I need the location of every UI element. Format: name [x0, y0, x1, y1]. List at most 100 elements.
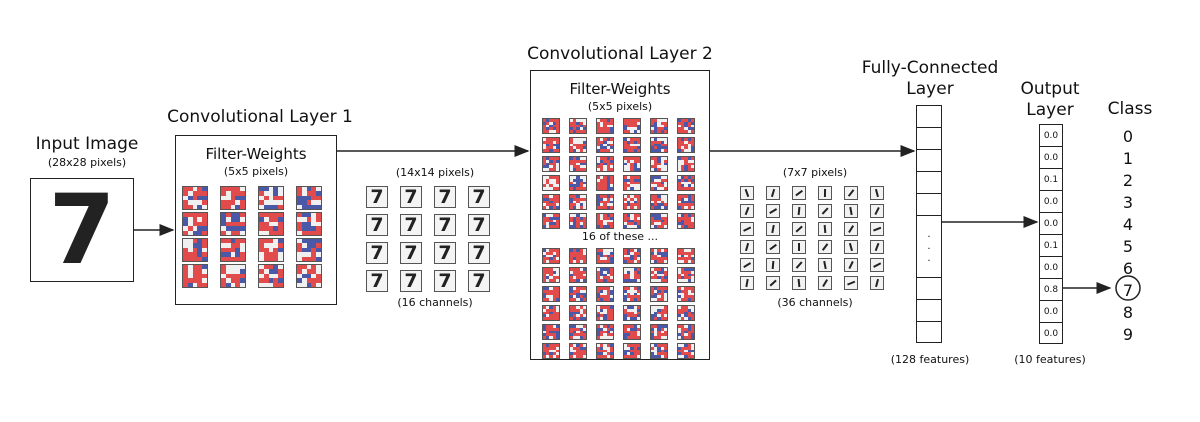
conv2-out-size: (7x7 pixels) [782, 166, 848, 179]
filter-weight-tile [542, 213, 560, 229]
filter-weight-tile [623, 213, 641, 229]
filter-weight-tile [623, 305, 641, 321]
filter-weight-tile [596, 286, 614, 302]
class-label: 2 [1122, 171, 1134, 190]
conv1-channels: (16 channels) [397, 296, 473, 309]
filter-weight-tile [182, 264, 208, 288]
filter-weight-tile [596, 267, 614, 283]
feature-map-tile [740, 276, 754, 290]
filter-weight-tile [542, 343, 560, 359]
filter-weight-tile [623, 175, 641, 191]
feature-map-tile [818, 204, 832, 218]
filter-weight-tile [677, 118, 695, 134]
fc-features: (128 features) [890, 353, 970, 366]
filter-weight-tile [623, 156, 641, 172]
class-label: 6 [1122, 259, 1134, 278]
filter-weight-tile [569, 194, 587, 210]
feature-map-tile [818, 258, 832, 272]
filter-weight-tile [650, 194, 668, 210]
filter-weight-tile [677, 156, 695, 172]
conv2-weight-grid-bottom [542, 248, 695, 359]
feature-map-tile [844, 258, 858, 272]
filter-weight-tile [677, 267, 695, 283]
conv2-weight-grid-top [542, 118, 695, 229]
feature-map-tile [844, 276, 858, 290]
feature-map-tile: 7 [366, 186, 388, 208]
feature-map-tile [766, 204, 780, 218]
conv1-title: Convolutional Layer 1 [167, 107, 353, 127]
filter-weight-tile [623, 324, 641, 340]
fc-dot: . [927, 240, 931, 252]
filter-weight-tile [220, 264, 246, 288]
feature-map-tile [740, 222, 754, 236]
filter-weight-tile [569, 156, 587, 172]
class-label: 1 [1122, 149, 1134, 168]
filter-weight-tile [677, 213, 695, 229]
conv2-channels: (36 channels) [777, 296, 853, 309]
selected-class-circle [1115, 275, 1141, 301]
filter-weight-tile [296, 264, 322, 288]
feature-map-tile [792, 240, 806, 254]
fc-title-line2: Layer [906, 79, 954, 99]
filter-weight-tile [258, 238, 284, 262]
output-value: 0.1 [1040, 235, 1062, 257]
filter-weight-tile [596, 343, 614, 359]
filter-weight-tile [596, 175, 614, 191]
filter-weight-tile [677, 324, 695, 340]
output-value: 0.0 [1040, 213, 1062, 235]
feature-map-tile [792, 276, 806, 290]
feature-map-tile [844, 240, 858, 254]
filter-weight-tile [258, 186, 284, 210]
filter-weight-tile [182, 186, 208, 210]
input-title: Input Image [35, 134, 139, 154]
feature-map-tile: 7 [434, 186, 456, 208]
filter-weight-tile [569, 343, 587, 359]
feature-map-tile [844, 204, 858, 218]
input-image: 7 [30, 178, 134, 282]
feature-map-tile: 7 [366, 214, 388, 236]
filter-weight-tile [258, 212, 284, 236]
class-label: 4 [1122, 215, 1134, 234]
filter-weight-tile [542, 175, 560, 191]
filter-weight-tile [296, 186, 322, 210]
feature-map-tile [792, 258, 806, 272]
feature-map-tile: 7 [468, 186, 490, 208]
feature-map-tile: 7 [400, 214, 422, 236]
output-value: 0.0 [1040, 147, 1062, 169]
filter-weight-tile [542, 286, 560, 302]
filter-weight-tile [623, 343, 641, 359]
class-title: Class [1107, 99, 1153, 119]
feature-map-tile: 7 [468, 214, 490, 236]
filter-weight-tile [596, 213, 614, 229]
filter-weight-tile [650, 213, 668, 229]
feature-map-tile [740, 240, 754, 254]
filter-weight-tile [569, 137, 587, 153]
class-label: 9 [1122, 325, 1134, 344]
fc-dot: . [927, 252, 931, 264]
feature-map-tile [766, 240, 780, 254]
input-digit: 7 [48, 174, 116, 286]
filter-weight-tile [623, 267, 641, 283]
conv1-filter-size: (5x5 pixels) [223, 165, 289, 178]
conv1-out-size: (14x14 pixels) [395, 166, 475, 179]
feature-map-tile: 7 [400, 270, 422, 292]
filter-weight-tile [650, 267, 668, 283]
filter-weight-tile [542, 267, 560, 283]
feature-map-tile [870, 222, 884, 236]
feature-map-tile [792, 204, 806, 218]
filter-weight-tile [542, 305, 560, 321]
output-value: 0.0 [1040, 191, 1062, 213]
output-title-line2: Layer [1026, 100, 1074, 120]
filter-weight-tile [258, 264, 284, 288]
conv2-title: Convolutional Layer 2 [527, 44, 713, 64]
output-value: 0.0 [1043, 329, 1059, 339]
filter-weight-tile [677, 305, 695, 321]
feature-map-tile [870, 204, 884, 218]
feature-map-tile: 7 [366, 242, 388, 264]
filter-weight-tile [650, 137, 668, 153]
feature-map-tile [870, 186, 884, 200]
filter-weight-tile [650, 248, 668, 264]
feature-map-tile [870, 258, 884, 272]
filter-weight-tile [569, 324, 587, 340]
fc-dot: . [927, 228, 931, 240]
